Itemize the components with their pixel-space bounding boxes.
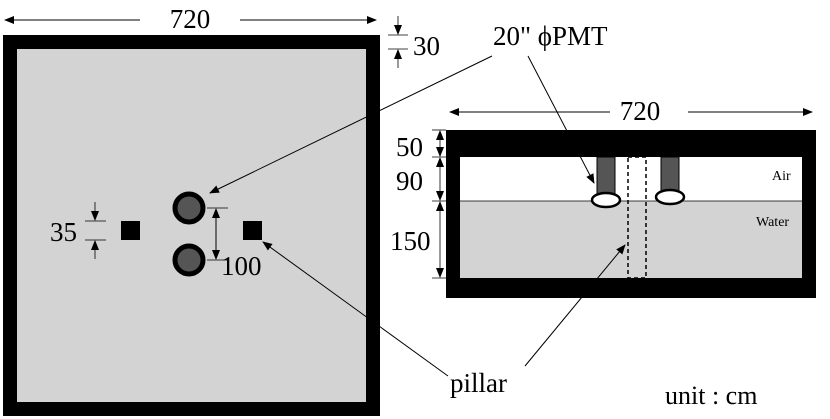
- top-view-width-dimension: 720: [4, 4, 377, 34]
- water-label: Water: [756, 215, 789, 230]
- side-view-pmt-right: [654, 156, 686, 206]
- top-view-wall-label: 30: [413, 31, 440, 61]
- top-view-wall-dimension: 30: [388, 16, 440, 68]
- side-view-width-dimension: 720: [449, 96, 813, 126]
- pmt-top: [172, 191, 206, 225]
- side-view: Air Water 720 50 90: [390, 96, 816, 298]
- side-view-pmt-left: [590, 156, 622, 209]
- top-view-water-area: [17, 49, 366, 402]
- top-view-pmt-spacing-dimension: 100: [207, 207, 262, 281]
- side-view-water-height-label: 150: [390, 226, 431, 256]
- air-label: Air: [772, 169, 791, 184]
- side-view-water-region: [460, 201, 802, 278]
- pmt-label: 20" ϕPMT: [493, 21, 608, 51]
- side-view-air-region: [460, 157, 802, 201]
- pmt-callout: 20" ϕPMT: [209, 21, 608, 194]
- pillar-label: pillar: [450, 368, 507, 398]
- top-view-width-label: 720: [170, 4, 211, 34]
- top-view-pillar-label: 35: [50, 217, 77, 247]
- top-view-pmt-spacing-label: 100: [221, 251, 262, 281]
- top-view-pillar-dimension: 35: [50, 202, 106, 259]
- pillar-right: [243, 221, 262, 240]
- side-view-air-height-label: 90: [396, 166, 423, 196]
- side-view-wall-label: 50: [396, 132, 423, 162]
- pillar-left: [121, 221, 140, 240]
- side-view-width-label: 720: [620, 96, 661, 126]
- pmt-bottom: [172, 243, 206, 277]
- top-view: 720 30 35 100: [3, 4, 440, 416]
- side-view-height-dimensions: 50 90 150: [390, 129, 460, 279]
- unit-label: unit : cm: [665, 381, 757, 410]
- side-view-pillar: [627, 156, 647, 279]
- pillar-callout: pillar: [262, 241, 626, 398]
